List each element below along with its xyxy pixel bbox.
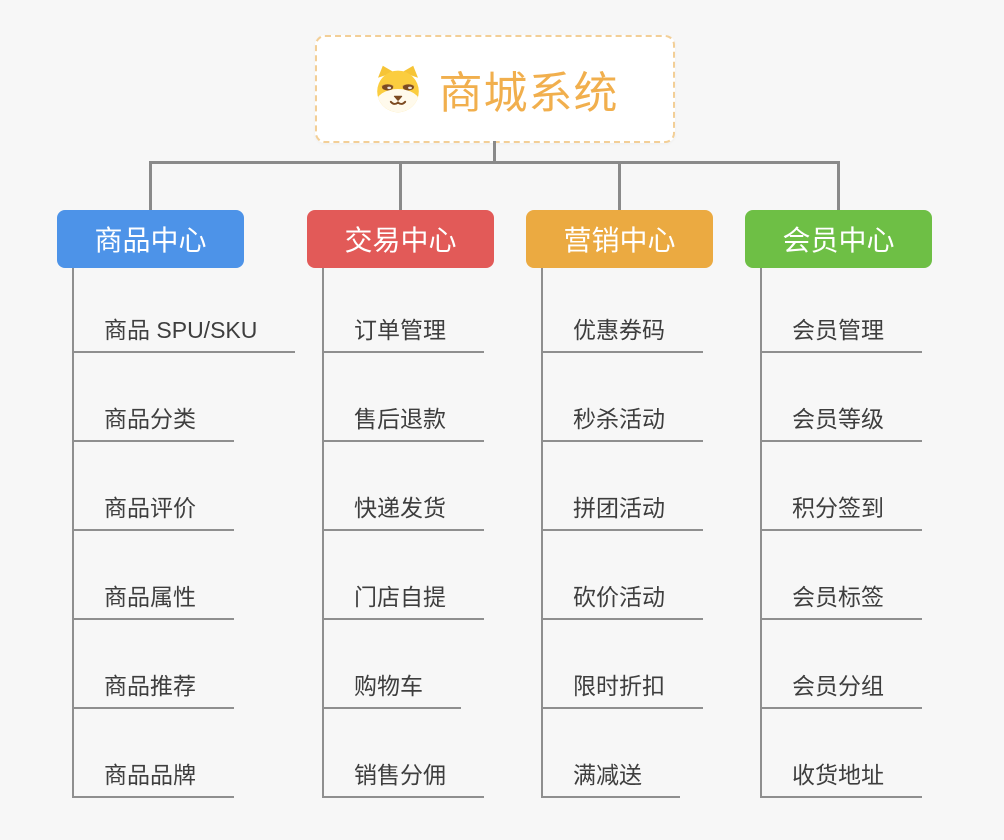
- dog-face-icon: [376, 65, 419, 113]
- connector-stub-1: [149, 161, 152, 210]
- branch-children-product-center: 商品 SPU/SKU 商品分类 商品评价 商品属性 商品推荐 商品品牌: [72, 268, 296, 798]
- leaf-node[interactable]: 商品评价: [74, 487, 234, 531]
- leaf-node[interactable]: 限时折扣: [543, 665, 703, 709]
- connector-root-stub: [493, 141, 496, 163]
- leaf-node[interactable]: 会员分组: [762, 665, 922, 709]
- connector-stub-3: [618, 161, 621, 210]
- leaf-node[interactable]: 拼团活动: [543, 487, 703, 531]
- leaf-node[interactable]: 销售分佣: [324, 754, 484, 798]
- branch-node-member-center[interactable]: 会员中心: [745, 210, 932, 268]
- connector-stub-2: [399, 161, 402, 210]
- leaf-node[interactable]: 积分签到: [762, 487, 922, 531]
- leaf-node[interactable]: 订单管理: [324, 309, 484, 353]
- connector-stub-4: [837, 161, 840, 210]
- leaf-node[interactable]: 商品 SPU/SKU: [74, 309, 296, 353]
- leaf-node[interactable]: 优惠券码: [543, 309, 703, 353]
- leaf-node[interactable]: 会员等级: [762, 398, 922, 442]
- leaf-node[interactable]: 会员管理: [762, 309, 922, 353]
- leaf-node[interactable]: 购物车: [324, 665, 461, 709]
- leaf-node[interactable]: 满减送: [543, 754, 680, 798]
- branch-children-trade-center: 订单管理 售后退款 快递发货 门店自提 购物车 销售分佣: [322, 268, 484, 798]
- leaf-node[interactable]: 收货地址: [762, 754, 922, 798]
- branch-node-product-center[interactable]: 商品中心: [57, 210, 244, 268]
- branch-children-member-center: 会员管理 会员等级 积分签到 会员标签 会员分组 收货地址: [760, 268, 922, 798]
- leaf-node[interactable]: 秒杀活动: [543, 398, 703, 442]
- branch-children-marketing-center: 优惠券码 秒杀活动 拼团活动 砍价活动 限时折扣 满减送: [541, 268, 703, 798]
- branch-node-trade-center[interactable]: 交易中心: [307, 210, 494, 268]
- root-node[interactable]: 商城系统: [315, 35, 675, 143]
- branch-node-marketing-center[interactable]: 营销中心: [526, 210, 713, 268]
- connector-bus: [149, 161, 839, 164]
- leaf-node[interactable]: 售后退款: [324, 398, 484, 442]
- leaf-node[interactable]: 商品分类: [74, 398, 234, 442]
- leaf-node[interactable]: 砍价活动: [543, 576, 703, 620]
- leaf-node[interactable]: 快递发货: [324, 487, 484, 531]
- leaf-node[interactable]: 商品品牌: [74, 754, 234, 798]
- root-title: 商城系统: [438, 69, 619, 118]
- leaf-node[interactable]: 门店自提: [324, 576, 484, 620]
- leaf-node[interactable]: 商品推荐: [74, 665, 234, 709]
- leaf-node[interactable]: 会员标签: [762, 576, 922, 620]
- leaf-node[interactable]: 商品属性: [74, 576, 234, 620]
